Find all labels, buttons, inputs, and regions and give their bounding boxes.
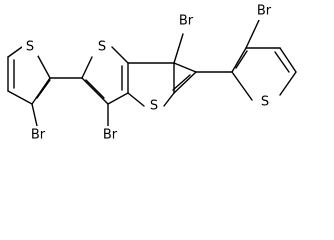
label-background — [174, 12, 198, 30]
bond — [279, 47, 297, 73]
double-bond-line — [172, 74, 191, 91]
bond — [81, 77, 109, 105]
chemical-structure-canvas: S Br S S Br Br S Br — [7, 2, 297, 144]
right-thiophene-ring — [231, 17, 297, 101]
bond — [7, 90, 33, 105]
double-bond-line — [36, 79, 51, 99]
label-background — [252, 2, 276, 20]
bond — [111, 46, 129, 64]
bond — [107, 92, 129, 105]
atom-sulfur-left: S — [26, 40, 34, 55]
thienothiophene-core — [81, 33, 197, 127]
atom-bromine-right: Br — [257, 4, 272, 19]
bond — [37, 55, 51, 79]
bond — [81, 56, 93, 79]
label-background — [22, 38, 38, 56]
bond — [231, 71, 253, 101]
bond — [127, 92, 145, 107]
left-thiophene-ring — [7, 46, 51, 127]
double-bond-line — [85, 79, 105, 99]
double-bond-line — [235, 50, 248, 69]
bond — [163, 92, 175, 107]
bond-to-bromine — [31, 103, 38, 127]
bond — [173, 62, 197, 73]
atom-bromine-left: Br — [31, 128, 46, 143]
atom-sulfur-core-bottom: S — [150, 99, 158, 114]
bond — [279, 71, 297, 96]
atom-bromine-core-top: Br — [179, 14, 194, 29]
bond — [7, 46, 23, 58]
atom-sulfur-core-top: S — [98, 40, 106, 55]
bond-to-bromine — [173, 33, 184, 64]
atom-labels: S Br S S Br Br S Br — [22, 2, 276, 144]
atom-bromine-core-bottom: Br — [103, 128, 118, 143]
bond — [231, 47, 247, 73]
bond — [173, 71, 197, 94]
label-background — [26, 126, 50, 144]
label-background — [98, 126, 122, 144]
label-background — [94, 38, 110, 56]
bond — [31, 77, 51, 105]
molecule-drawing: S Br S S Br Br S Br — [7, 2, 297, 144]
double-bond-line — [274, 51, 290, 73]
bond-to-bromine — [245, 17, 261, 49]
label-background — [146, 97, 162, 115]
label-background — [257, 93, 273, 111]
atom-sulfur-right: S — [261, 95, 269, 110]
